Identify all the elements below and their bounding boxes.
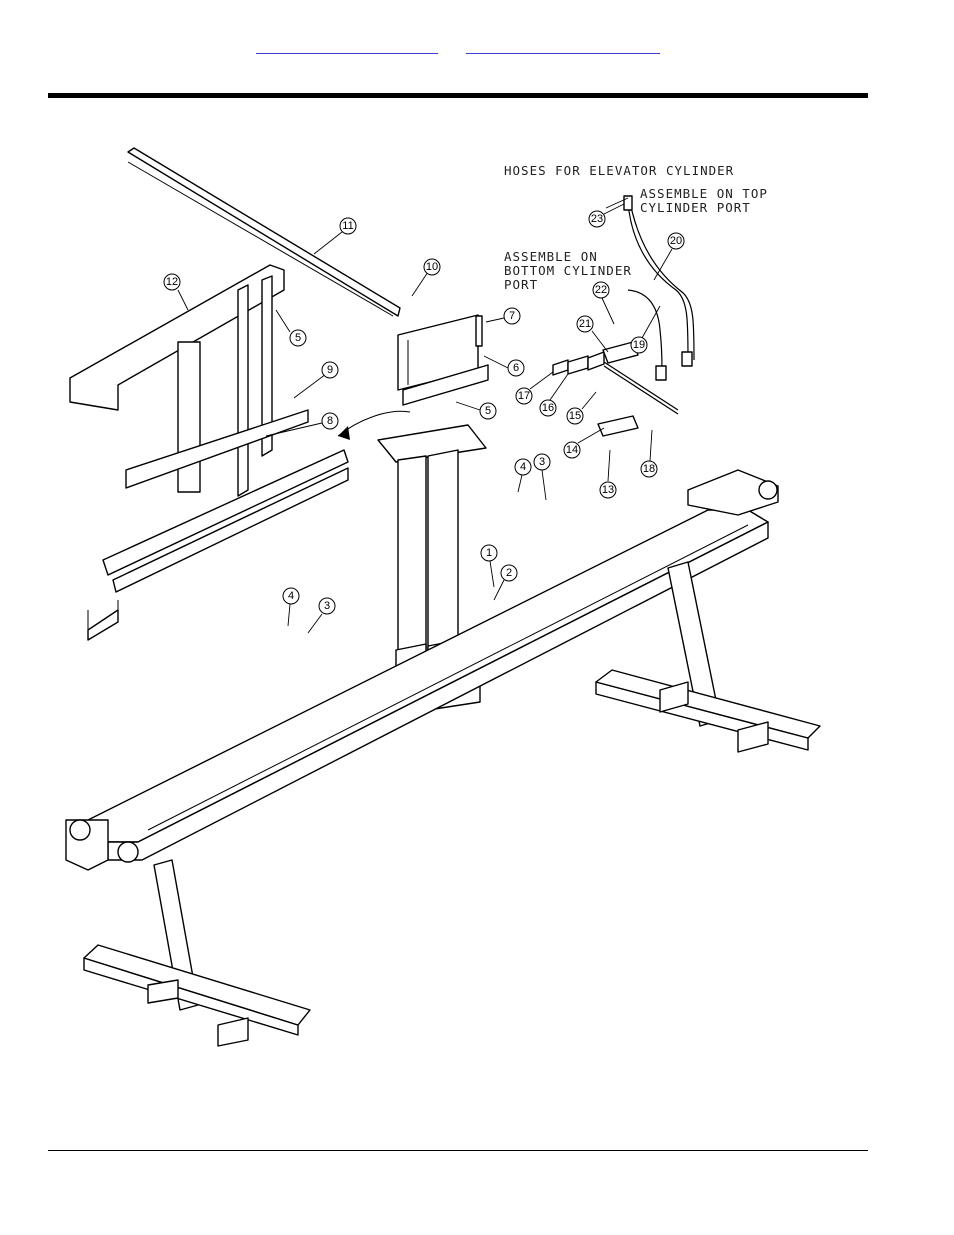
- header-rule: [48, 93, 868, 98]
- callout-5-mid: 5: [456, 402, 496, 419]
- note-bottom-port-2: BOTTOM CYLINDER: [504, 263, 632, 278]
- header-link-1[interactable]: [256, 38, 438, 56]
- callout-5-left: 5: [276, 310, 306, 346]
- note-top-port-1: ASSEMBLE ON TOP: [640, 186, 768, 201]
- note-top-port-2: CYLINDER PORT: [640, 200, 751, 215]
- callout-13: 13: [600, 450, 616, 498]
- footer-rule: [48, 1150, 868, 1151]
- svg-text:22: 22: [595, 284, 607, 296]
- link-underline: [256, 53, 438, 54]
- callout-4-bottom: 4: [283, 588, 299, 626]
- svg-text:15: 15: [569, 410, 581, 422]
- svg-text:8: 8: [327, 415, 333, 427]
- svg-text:5: 5: [295, 332, 301, 344]
- note-title: HOSES FOR ELEVATOR CYLINDER: [504, 163, 734, 178]
- svg-text:2: 2: [506, 567, 512, 579]
- callout-21: 21: [577, 316, 608, 352]
- callout-10: 10: [412, 259, 440, 296]
- svg-text:19: 19: [633, 339, 645, 351]
- svg-text:3: 3: [324, 600, 330, 612]
- callout-16: 16: [540, 374, 568, 416]
- svg-text:13: 13: [602, 484, 614, 496]
- svg-text:20: 20: [670, 235, 682, 247]
- callout-2: 2: [494, 565, 517, 600]
- callout-3-top: 3: [534, 454, 550, 500]
- note-bottom-port-3: PORT: [504, 277, 538, 292]
- svg-text:4: 4: [288, 590, 294, 602]
- parts-diagram: HOSES FOR ELEVATOR CYLINDER ASSEMBLE ON …: [48, 130, 868, 1120]
- svg-text:3: 3: [539, 456, 545, 468]
- callout-1: 1: [481, 545, 497, 587]
- callout-3-bottom: 3: [308, 598, 335, 633]
- left-stand: [84, 860, 310, 1046]
- callout-22: 22: [593, 282, 614, 324]
- svg-text:12: 12: [166, 276, 178, 288]
- mid-slide-assembly: [338, 315, 488, 440]
- callout-19: 19: [631, 306, 660, 353]
- svg-text:6: 6: [513, 362, 519, 374]
- svg-text:4: 4: [520, 461, 526, 473]
- svg-text:17: 17: [518, 390, 530, 402]
- svg-text:14: 14: [566, 444, 578, 456]
- svg-text:23: 23: [591, 213, 603, 225]
- callout-20: 20: [654, 233, 684, 280]
- callout-18: 18: [641, 430, 657, 477]
- left-upright-frame: [70, 265, 348, 640]
- link-underline: [466, 53, 660, 54]
- callout-12: 12: [164, 274, 188, 310]
- svg-text:1: 1: [486, 547, 492, 559]
- svg-text:9: 9: [327, 364, 333, 376]
- callout-14: 14: [564, 428, 604, 458]
- callout-6: 6: [484, 356, 524, 376]
- callout-4-top: 4: [515, 459, 531, 492]
- svg-text:16: 16: [542, 402, 554, 414]
- svg-text:18: 18: [643, 463, 655, 475]
- svg-text:21: 21: [579, 318, 591, 330]
- callout-7: 7: [486, 308, 520, 324]
- svg-text:7: 7: [509, 310, 515, 322]
- callout-11: 11: [314, 218, 356, 254]
- callout-9: 9: [294, 362, 338, 398]
- svg-text:11: 11: [342, 220, 353, 232]
- header-link-2[interactable]: [466, 38, 660, 56]
- note-bottom-port-1: ASSEMBLE ON: [504, 249, 598, 264]
- svg-text:10: 10: [426, 261, 438, 273]
- callout-15: 15: [567, 392, 596, 424]
- callout-17: 17: [516, 372, 553, 404]
- svg-text:5: 5: [485, 405, 491, 417]
